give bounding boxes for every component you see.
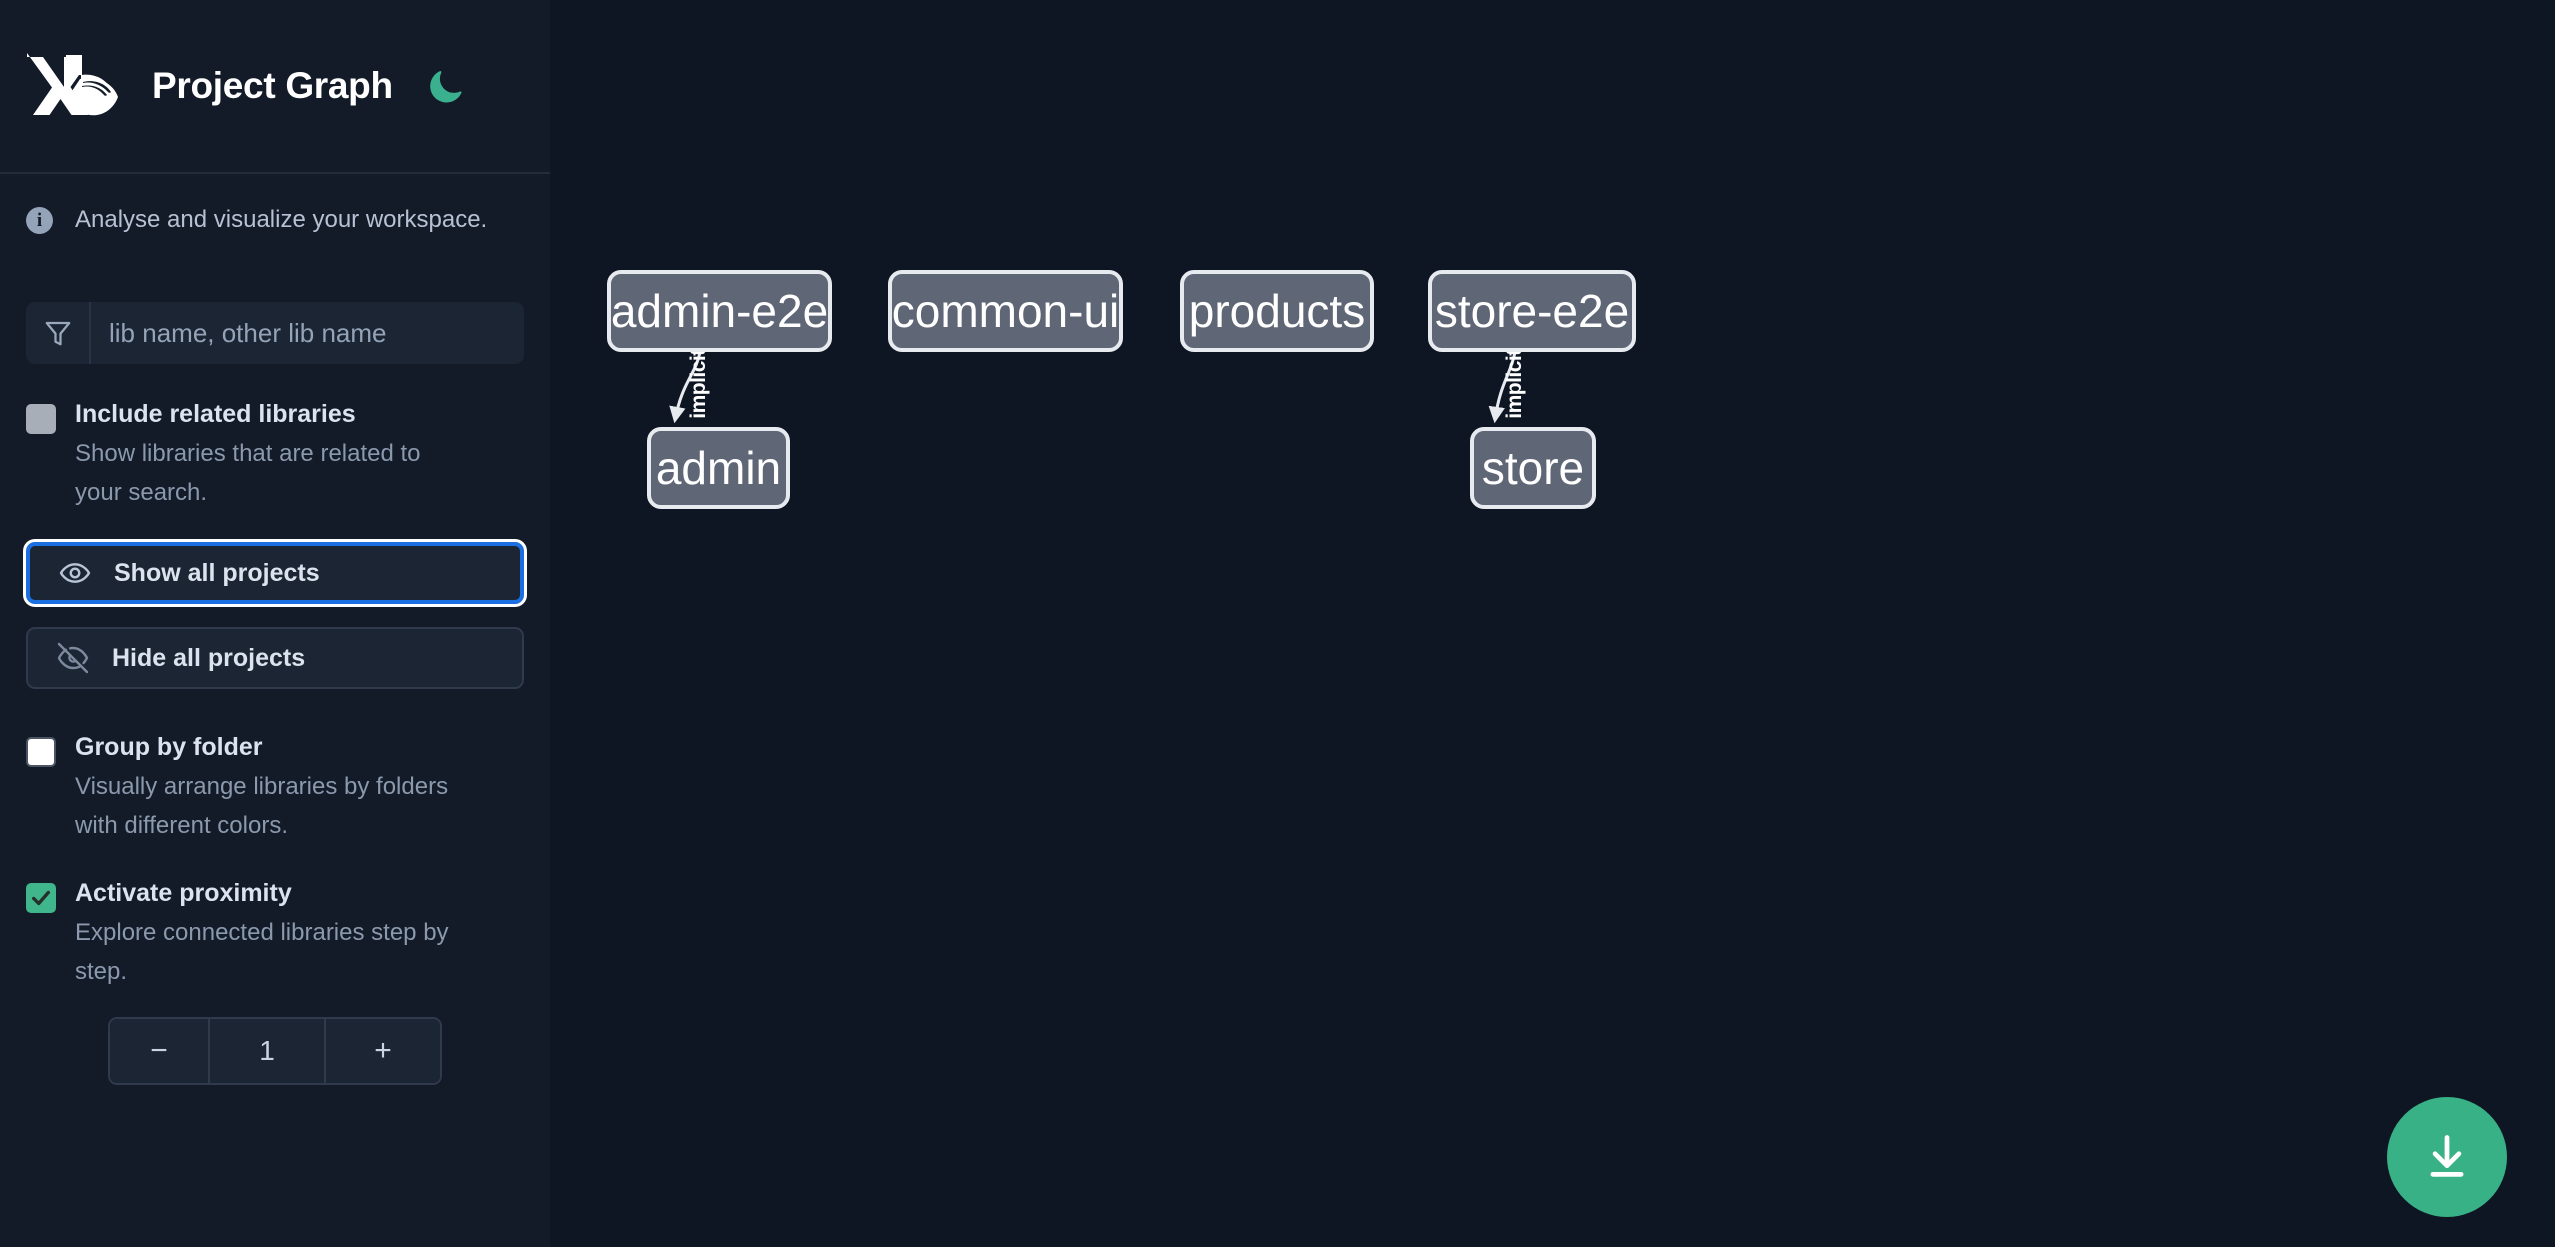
graph-node-admin[interactable]: admin xyxy=(647,427,790,509)
search-input[interactable] xyxy=(91,302,524,364)
moon-icon-glyph xyxy=(429,71,462,103)
eye-icon xyxy=(58,556,92,590)
eye-off-icon xyxy=(56,641,90,675)
option-activate-proximity[interactable]: Activate proximity Explore connected lib… xyxy=(0,877,550,991)
eye-off-icon-glyph xyxy=(57,642,89,674)
sidebar: Project Graph i Analyse and visualize yo… xyxy=(0,0,550,1247)
funnel-icon-glyph xyxy=(45,321,70,346)
option-include-related-libraries[interactable]: Include related libraries Show libraries… xyxy=(0,398,550,512)
eye-icon-glyph xyxy=(59,563,91,583)
hide-all-projects-label: Hide all projects xyxy=(112,643,306,672)
check-icon xyxy=(32,890,50,906)
edge-label-admin: implicit xyxy=(687,349,710,419)
show-all-projects-label: Show all projects xyxy=(114,558,320,587)
graph-canvas[interactable]: implicit implicit admin-e2e admin common… xyxy=(550,0,2555,1247)
filter-field[interactable] xyxy=(26,302,524,364)
graph-node-admin-e2e[interactable]: admin-e2e xyxy=(607,270,832,352)
activate-proximity-description: Explore connected libraries step by step… xyxy=(75,919,449,985)
nx-logo-icon xyxy=(27,53,118,116)
group-by-folder-label: Group by folder xyxy=(75,733,263,761)
sidebar-header: Project Graph xyxy=(0,0,550,174)
info-icon: i xyxy=(26,206,53,234)
moon-icon[interactable] xyxy=(423,63,469,109)
group-by-folder-checkbox[interactable] xyxy=(26,737,56,767)
activate-proximity-checkbox[interactable] xyxy=(26,883,56,913)
workspace-info: i Analyse and visualize your workspace. xyxy=(0,174,550,266)
workspace-info-text: Analyse and visualize your workspace. xyxy=(75,206,488,233)
activate-proximity-label: Activate proximity xyxy=(75,879,292,907)
include-related-libraries-label: Include related libraries xyxy=(75,400,356,428)
show-all-projects-button[interactable]: Show all projects xyxy=(26,542,524,604)
proximity-increment-button[interactable]: + xyxy=(324,1019,440,1083)
proximity-decrement-button[interactable]: − xyxy=(110,1019,210,1083)
group-by-folder-description: Visually arrange libraries by folders wi… xyxy=(75,773,449,839)
proximity-stepper[interactable]: − 1 + xyxy=(108,1017,442,1085)
proximity-value: 1 xyxy=(210,1019,324,1083)
graph-node-store[interactable]: store xyxy=(1470,427,1596,509)
graph-edges xyxy=(669,351,1517,424)
spacer xyxy=(0,512,550,542)
funnel-icon xyxy=(26,302,91,364)
hide-all-projects-button[interactable]: Hide all projects xyxy=(26,627,524,689)
page-title: Project Graph xyxy=(152,65,393,106)
graph-node-common-ui[interactable]: common-ui xyxy=(888,270,1123,352)
spacer xyxy=(0,604,550,627)
include-related-libraries-description: Show libraries that are related to your … xyxy=(75,440,421,506)
graph-node-store-e2e[interactable]: store-e2e xyxy=(1428,270,1636,352)
option-group-by-folder[interactable]: Group by folder Visually arrange librari… xyxy=(0,731,550,845)
download-icon xyxy=(2430,1135,2464,1177)
include-related-libraries-checkbox[interactable] xyxy=(26,404,56,434)
graph-node-products[interactable]: products xyxy=(1180,270,1374,352)
edge-label-store: implicit xyxy=(1503,349,1526,419)
download-graph-button[interactable] xyxy=(2387,1097,2507,1217)
